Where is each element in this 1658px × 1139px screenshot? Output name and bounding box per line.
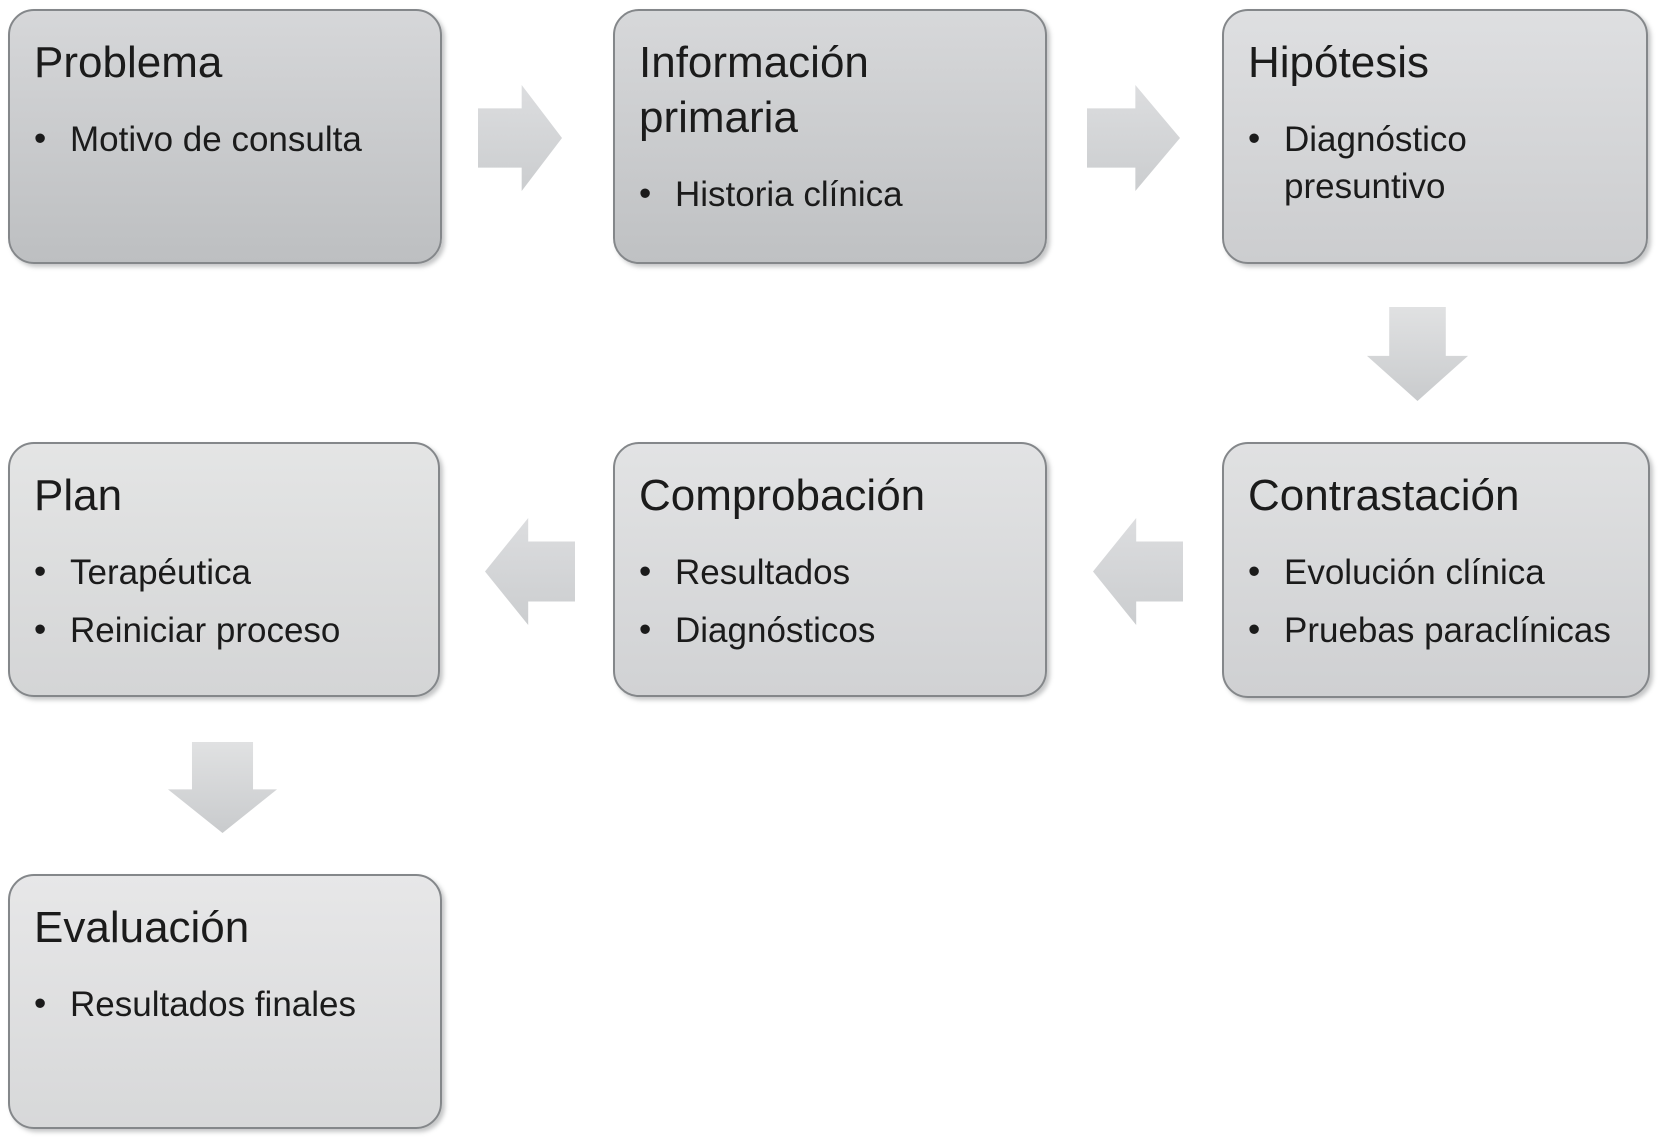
arrow-left-icon (1093, 518, 1183, 625)
node-bullets: Resultados finales (10, 980, 440, 1028)
node-title: Plan (34, 471, 123, 520)
arrow-right-icon (478, 85, 562, 191)
node-evaluacion: Evaluación Resultados finales (8, 874, 442, 1129)
node-bullets: Resultados Diagnósticos (615, 548, 1045, 655)
node-comprobacion: Comprobación Resultados Diagnósticos (613, 442, 1047, 697)
node-title: Problema (34, 38, 223, 87)
bullet-item: Diagnóstico presuntivo (1248, 115, 1634, 211)
node-contrastacion: Contrastación Evolución clínica Pruebas … (1222, 442, 1650, 698)
node-problema: Problema Motivo de consulta (8, 9, 442, 264)
node-bullets: Diagnóstico presuntivo (1224, 115, 1646, 211)
bullet-item: Diagnósticos (639, 606, 1033, 654)
arrow-down-icon (1367, 307, 1468, 401)
node-plan: Plan Terapéutica Reiniciar proceso (8, 442, 440, 697)
bullet-item: Historia clínica (639, 170, 1033, 218)
node-bullets: Motivo de consulta (10, 115, 440, 163)
bullet-item: Resultados finales (34, 980, 428, 1028)
bullet-item: Resultados (639, 548, 1033, 596)
bullet-item: Pruebas paraclínicas (1248, 606, 1636, 654)
bullet-item: Motivo de consulta (34, 115, 428, 163)
arrow-right-icon (1087, 85, 1180, 191)
node-bullets: Terapéutica Reiniciar proceso (10, 548, 438, 655)
node-title: Contrastación (1248, 471, 1520, 520)
node-bullets: Historia clínica (615, 170, 1045, 218)
node-title: Comprobación (639, 471, 926, 520)
node-informacion-primaria: Información primaria Historia clínica (613, 9, 1047, 264)
arrow-down-icon (168, 742, 277, 833)
arrow-left-icon (485, 518, 575, 625)
bullet-item: Evolución clínica (1248, 548, 1636, 596)
node-bullets: Evolución clínica Pruebas paraclínicas (1224, 548, 1648, 655)
node-hipotesis: Hipótesis Diagnóstico presuntivo (1222, 9, 1648, 264)
node-title: Hipótesis (1248, 38, 1429, 87)
bullet-item: Terapéutica (34, 548, 426, 596)
bullet-item: Reiniciar proceso (34, 606, 426, 654)
node-title: Evaluación (34, 903, 250, 952)
node-title: Información primaria (639, 38, 869, 142)
